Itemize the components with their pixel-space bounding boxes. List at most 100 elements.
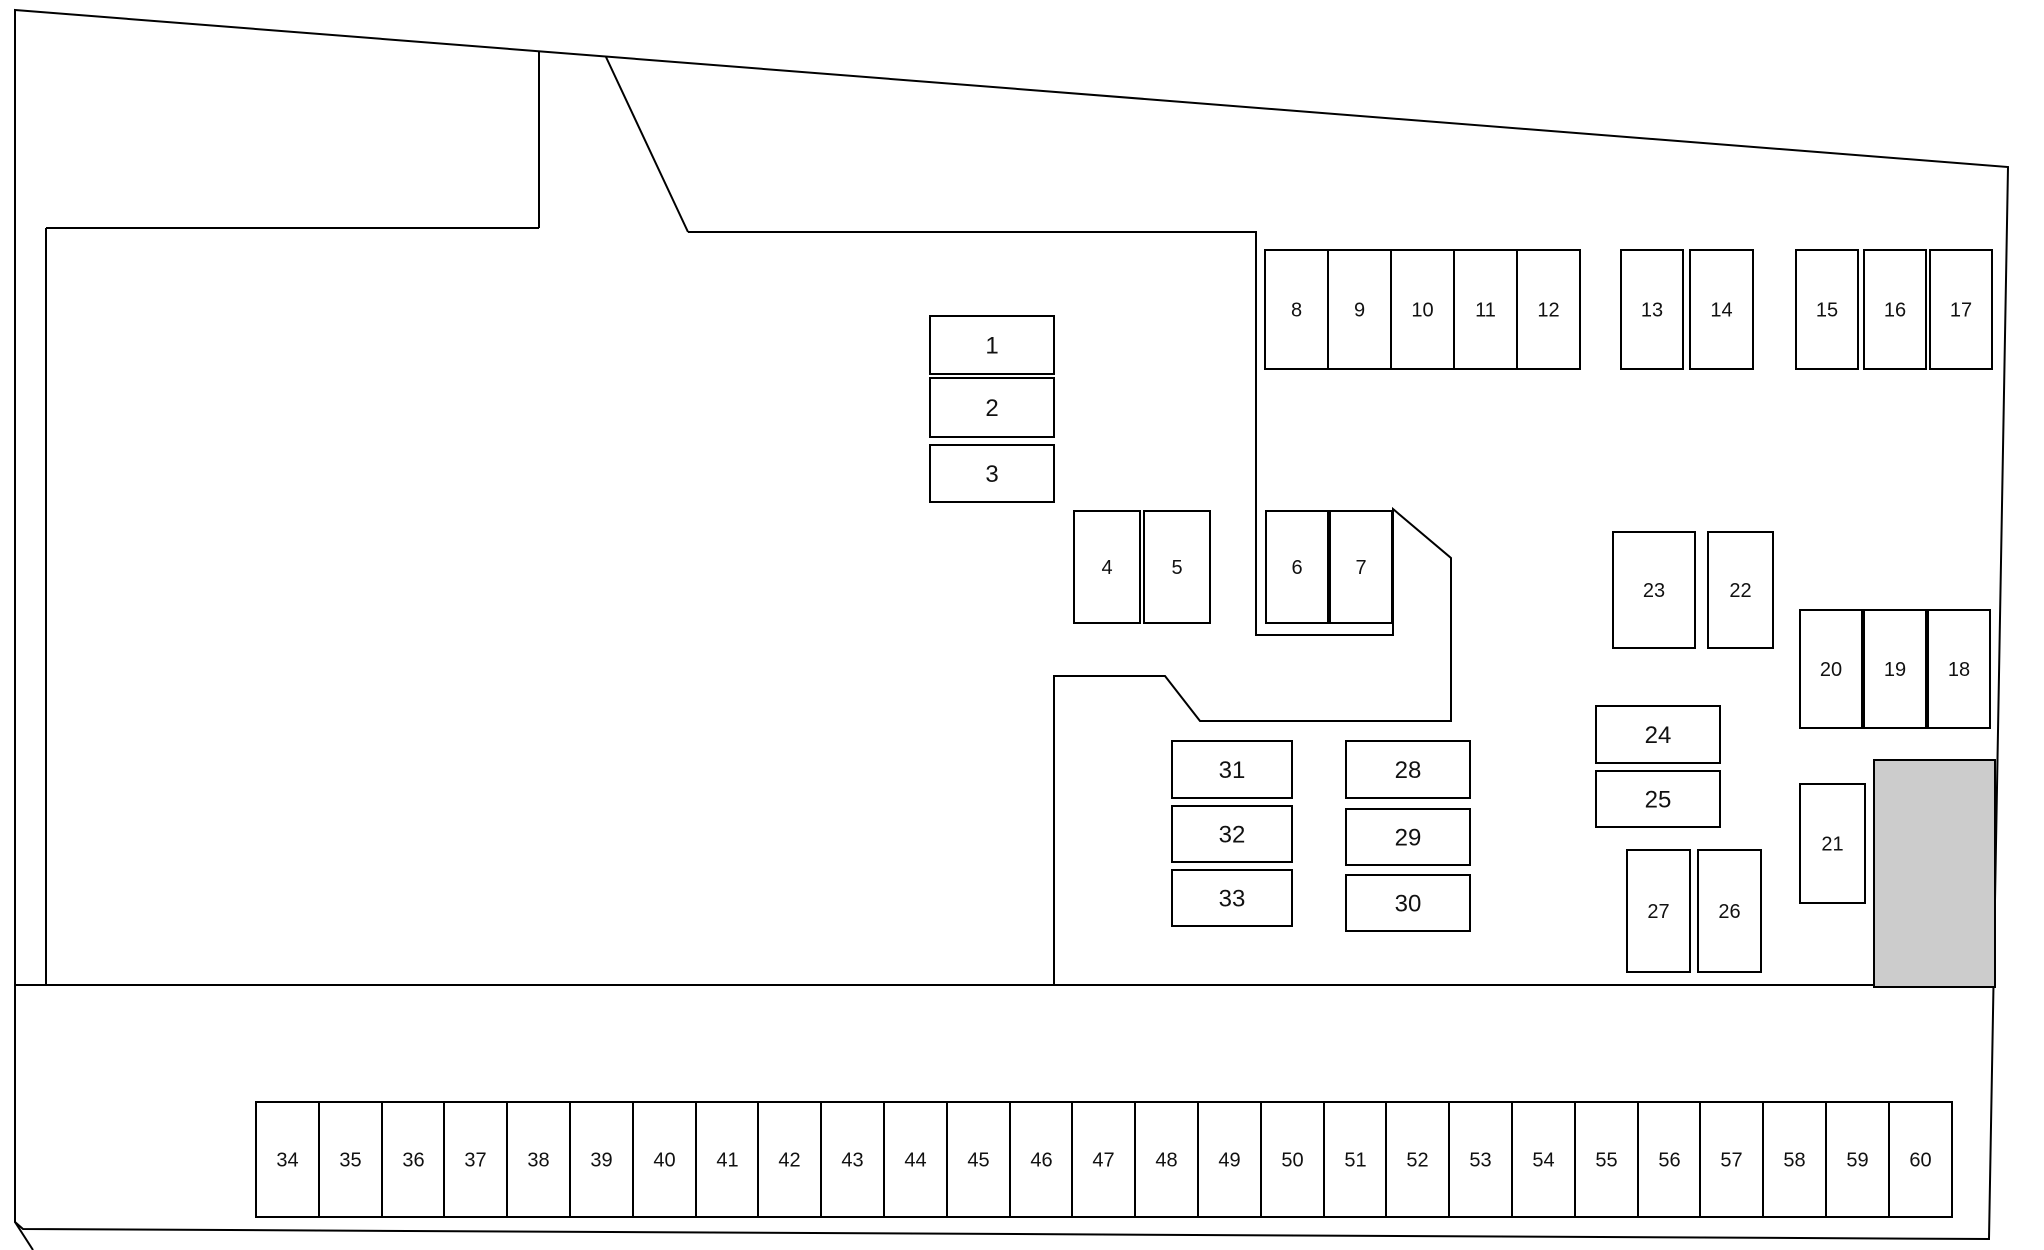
stall-label-7: 7 [1355, 557, 1366, 579]
stall-49 [1197, 1101, 1262, 1218]
stall-26 [1697, 849, 1762, 973]
stall-label-30: 30 [1395, 890, 1422, 917]
stall-label-52: 52 [1406, 1150, 1428, 1172]
stall-60 [1888, 1101, 1953, 1218]
stall-31 [1171, 740, 1293, 799]
stall-55 [1574, 1101, 1639, 1218]
stall-42 [757, 1101, 822, 1218]
stall-label-50: 50 [1281, 1150, 1303, 1172]
stall-16 [1863, 249, 1927, 370]
stall-label-49: 49 [1218, 1150, 1240, 1172]
stall-label-59: 59 [1846, 1150, 1868, 1172]
stall-43 [820, 1101, 885, 1218]
stall-32 [1171, 805, 1293, 863]
stall-9 [1327, 249, 1392, 370]
stall-label-34: 34 [276, 1150, 298, 1172]
stall-label-22: 22 [1729, 580, 1751, 602]
stall-label-57: 57 [1720, 1150, 1742, 1172]
stall-label-23: 23 [1643, 580, 1665, 602]
stall-label-21: 21 [1821, 834, 1843, 856]
stall-11 [1453, 249, 1518, 370]
stall-label-15: 15 [1816, 300, 1838, 322]
boundary-entrance-diagonal-line [605, 56, 689, 233]
stall-label-51: 51 [1344, 1150, 1366, 1172]
stall-label-27: 27 [1647, 901, 1669, 923]
stall-48 [1134, 1101, 1199, 1218]
stall-1 [929, 315, 1055, 375]
stall-label-16: 16 [1884, 300, 1906, 322]
stall-label-48: 48 [1155, 1150, 1177, 1172]
stall-label-18: 18 [1948, 659, 1970, 681]
stall-22 [1707, 531, 1774, 649]
stall-label-38: 38 [527, 1150, 549, 1172]
stall-24 [1595, 705, 1721, 764]
stall-29 [1345, 808, 1471, 866]
stall-21 [1799, 783, 1866, 904]
stall-57 [1699, 1101, 1764, 1218]
stall-37 [443, 1101, 508, 1218]
boundary-plot-inner-boundary [688, 231, 1452, 985]
stall-51 [1323, 1101, 1388, 1218]
stall-6 [1265, 510, 1329, 624]
stall-label-12: 12 [1537, 300, 1559, 322]
stall-label-37: 37 [464, 1150, 486, 1172]
stall-label-20: 20 [1820, 659, 1842, 681]
stall-56 [1637, 1101, 1702, 1218]
stall-label-31: 31 [1219, 757, 1246, 784]
stall-label-11: 11 [1475, 300, 1496, 322]
stall-25 [1595, 770, 1721, 828]
stall-label-44: 44 [904, 1150, 926, 1172]
stall-18 [1927, 609, 1991, 729]
stall-39 [569, 1101, 634, 1218]
stall-13 [1620, 249, 1684, 370]
stall-2 [929, 377, 1055, 438]
stall-label-41: 41 [716, 1150, 738, 1172]
stall-46 [1009, 1101, 1074, 1218]
stall-58 [1762, 1101, 1827, 1218]
stall-50 [1260, 1101, 1325, 1218]
stall-label-19: 19 [1884, 659, 1906, 681]
stall-label-25: 25 [1645, 786, 1672, 813]
stall-label-17: 17 [1950, 300, 1972, 322]
stall-label-39: 39 [590, 1150, 612, 1172]
boundary-outer-boundary [14, 8, 2010, 1241]
stall-label-46: 46 [1030, 1150, 1052, 1172]
stall-label-13: 13 [1641, 300, 1663, 322]
stall-30 [1345, 874, 1471, 932]
stall-label-29: 29 [1395, 824, 1422, 851]
stall-label-5: 5 [1171, 557, 1182, 579]
stall-label-54: 54 [1532, 1150, 1554, 1172]
stall-label-42: 42 [778, 1150, 800, 1172]
stall-15 [1795, 249, 1859, 370]
stall-12 [1516, 249, 1581, 370]
stall-label-33: 33 [1219, 885, 1246, 912]
stall-label-10: 10 [1411, 300, 1433, 322]
stall-19 [1863, 609, 1927, 729]
stall-38 [506, 1101, 571, 1218]
stall-23 [1612, 531, 1696, 649]
stall-4 [1073, 510, 1141, 624]
stall-label-36: 36 [402, 1150, 424, 1172]
stall-label-58: 58 [1783, 1150, 1805, 1172]
stall-label-3: 3 [985, 461, 998, 488]
stall-label-14: 14 [1710, 300, 1732, 322]
stall-label-6: 6 [1291, 557, 1302, 579]
stall-label-53: 53 [1469, 1150, 1491, 1172]
stall-label-40: 40 [653, 1150, 675, 1172]
stall-label-47: 47 [1092, 1150, 1114, 1172]
stall-label-32: 32 [1219, 821, 1246, 848]
stall-label-28: 28 [1395, 757, 1422, 784]
shaded-structure [1873, 759, 1996, 988]
stall-47 [1071, 1101, 1136, 1218]
stall-label-35: 35 [339, 1150, 361, 1172]
stall-35 [318, 1101, 383, 1218]
stall-label-45: 45 [967, 1150, 989, 1172]
stall-41 [695, 1101, 760, 1218]
stall-label-60: 60 [1909, 1150, 1931, 1172]
stall-label-43: 43 [841, 1150, 863, 1172]
stall-label-56: 56 [1658, 1150, 1680, 1172]
stall-7 [1329, 510, 1393, 624]
stall-label-24: 24 [1645, 722, 1672, 749]
